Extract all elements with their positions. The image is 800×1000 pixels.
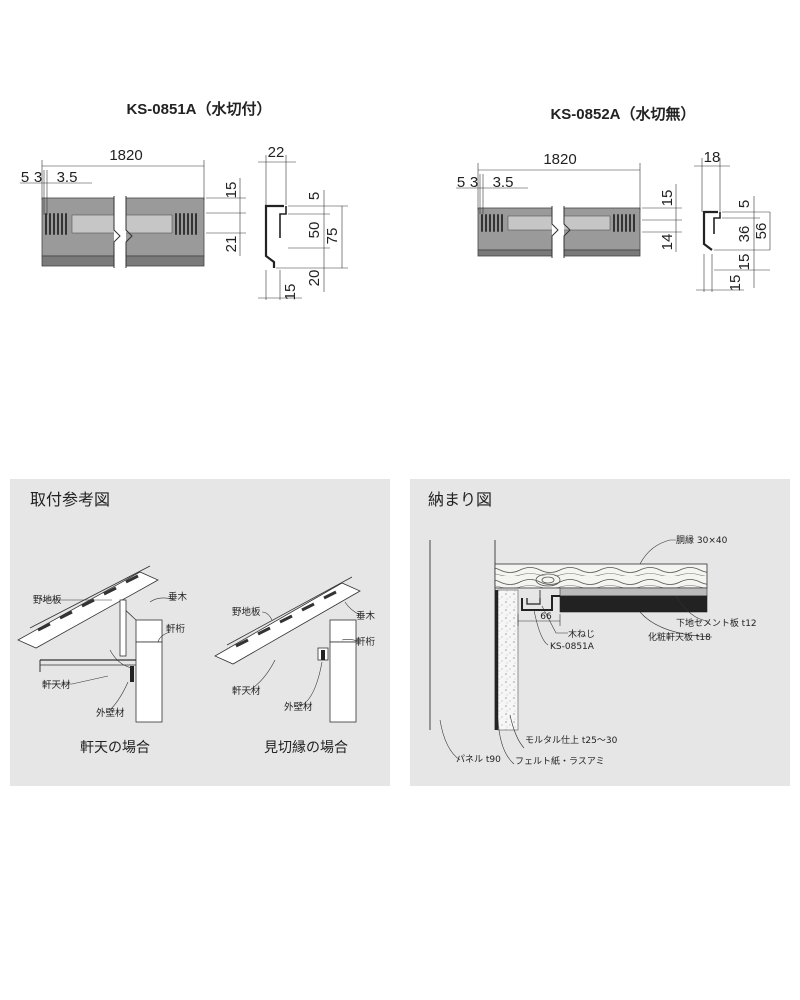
dim-5-b: 5 [457,174,465,191]
dim-14: 14 [659,234,676,251]
label-mortar: モルタル仕上 t25～30 [525,734,618,746]
dim-22: 22 [268,144,285,161]
dim-15-section-b2: 15 [727,275,744,292]
label-taruki-1: 垂木 [168,591,188,603]
dim-5-section-b: 5 [736,200,753,208]
front-view-ks0851a: 1820 5 3 3.5 15 21 [20,147,246,268]
dim-3-5-a: 3.5 [57,169,78,186]
dim-18: 18 [704,149,721,166]
install-reference-panel: 取付参考図 野地板 垂木 軒桁 軒天材 外壁材 軒天の場合 [10,479,390,786]
product-drawing-ks0851a: KS-0851A（水切付） 1820 [20,100,348,300]
figure-soffit: 野地板 垂木 軒桁 軒天材 外壁材 軒天の場合 [17,565,188,756]
panel-bg-left [10,479,390,786]
label-kesho: 化粧軒天板 t18 [648,631,711,643]
dim-15-section-b1: 15 [736,254,753,271]
furring-strip [494,563,708,589]
label-nokigeta-2: 軒桁 [356,636,376,648]
dim-15-b: 15 [659,190,676,207]
soffit-board [559,595,708,613]
label-nokigeta-1: 軒桁 [166,623,186,635]
caption-soffit: 軒天の場合 [80,740,150,756]
title-ks0852a: KS-0852A（水切無） [550,105,695,123]
dim-15-section-a: 15 [282,284,299,301]
label-kineji: 木ねじ [568,628,595,640]
figure-trim: 野地板 垂木 軒桁 軒天材 外壁材 見切縁の場合 [214,576,376,756]
label-panel: パネル t90 [456,754,501,765]
section-view-ks0852a: 18 5 36 56 15 15 [694,149,771,292]
dim-1820-b: 1820 [543,151,576,168]
vent-profile [521,595,560,611]
dim-1820-a: 1820 [109,147,142,164]
felt-lath-layer [495,590,498,730]
label-noji-2: 野地板 [232,606,261,618]
label-taruki-2: 垂木 [356,610,376,622]
dim-5-a: 5 [21,169,29,186]
panel-title-install: 取付参考図 [30,490,110,509]
front-view-ks0852a: 1820 5 3 3.5 15 14 [456,151,682,258]
dim-56: 56 [753,223,770,240]
cement-board [559,587,708,597]
label-gaiheki-1: 外壁材 [96,707,125,719]
label-noji-1: 野地板 [33,594,62,606]
dim-75: 75 [324,228,341,245]
dim-20: 20 [306,270,323,287]
label-product: KS-0851A [550,642,595,652]
dim-50: 50 [306,222,323,239]
dim-21-a: 21 [223,236,240,253]
dim-66: 66 [540,612,552,622]
product-drawing-ks0852a: KS-0852A（水切無） 1820 5 3 [456,105,771,292]
label-nokiten-2: 軒天材 [232,685,261,697]
dim-3-a: 3 [34,169,42,186]
label-shitaji: 下地セメント板 t12 [676,617,757,629]
dim-15-a: 15 [223,182,240,199]
dim-5-section-a: 5 [306,192,323,200]
dim-3-5-b: 3.5 [493,174,514,191]
title-ks0851a: KS-0851A（水切付） [126,100,271,118]
label-felt: フェルト紙・ラスアミ [515,755,605,767]
mortar-layer [497,589,519,731]
label-gaiheki-2: 外壁材 [284,701,313,713]
detail-section-panel: 納まり図 66 胴縁 30×40 下地セメント板 t [410,479,790,786]
dim-36: 36 [736,226,753,243]
label-doubuchi: 胴縁 30×40 [676,534,728,546]
caption-trim: 見切縁の場合 [264,740,348,756]
section-view-ks0851a: 22 15 5 50 75 20 [258,144,348,300]
dim-3-b: 3 [470,174,478,191]
panel-title-detail: 納まり図 [428,490,492,509]
label-nokiten-1: 軒天材 [42,679,71,691]
